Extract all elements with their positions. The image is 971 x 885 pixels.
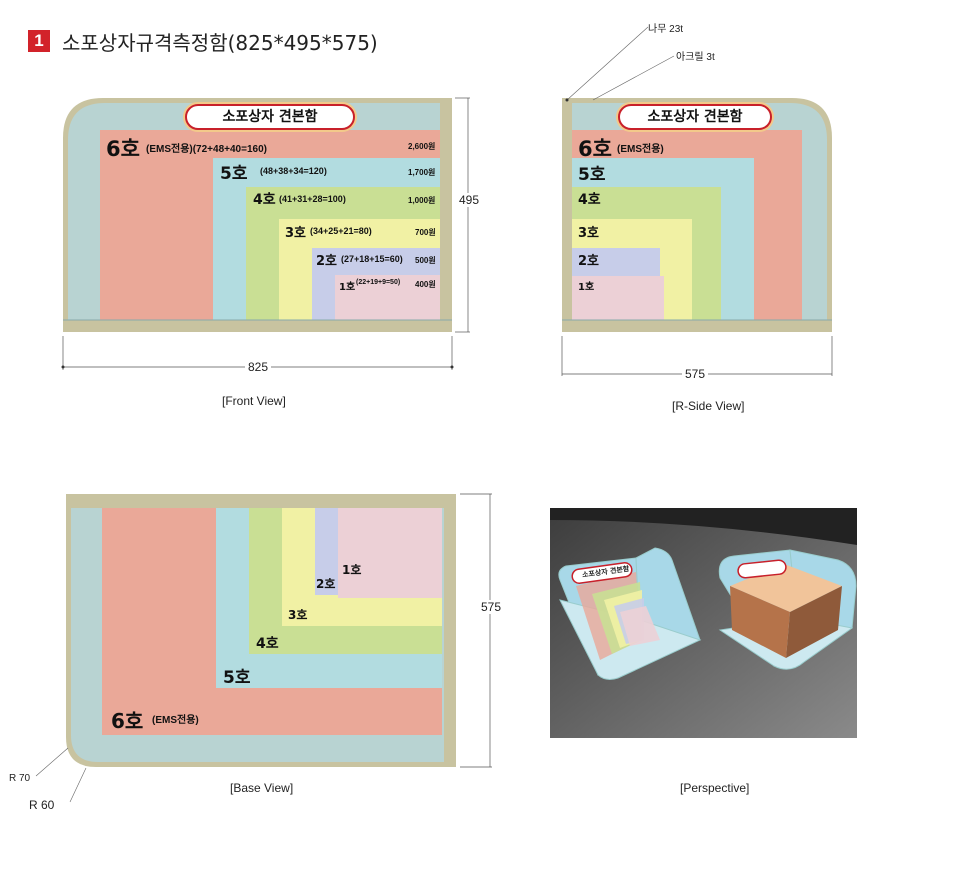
side-label-4: 4호 bbox=[578, 192, 601, 208]
radius-70-note: R 70 bbox=[9, 773, 31, 784]
base-label-1: 1호 bbox=[342, 563, 362, 577]
base-label-5: 5호 bbox=[223, 668, 251, 688]
front-price-4: 1,000원 bbox=[408, 196, 436, 205]
front-dims-5: (48+38+34=120) bbox=[260, 166, 327, 176]
front-price-2: 500원 bbox=[415, 256, 436, 265]
side-label-2: 2호 bbox=[578, 254, 600, 269]
front-label-1: 1호 bbox=[339, 282, 356, 293]
front-label-2: 2호 bbox=[316, 254, 338, 269]
base-view-label: [Base View] bbox=[230, 781, 294, 795]
front-price-3: 700원 bbox=[415, 228, 436, 237]
perspective-view-label: [Perspective] bbox=[680, 781, 750, 795]
front-price-6: 2,600원 bbox=[408, 142, 436, 151]
base-label-4: 4호 bbox=[256, 636, 279, 652]
side-view-label: [R-Side View] bbox=[672, 399, 745, 413]
base-label-2: 2호 bbox=[316, 577, 336, 591]
front-label-5: 5호 bbox=[220, 164, 248, 184]
front-badge: 소포상자 견본함 bbox=[185, 104, 355, 130]
side-label-6: 6호 bbox=[578, 137, 612, 161]
base-label-3: 3호 bbox=[288, 608, 308, 622]
side-label-3: 3호 bbox=[578, 226, 600, 241]
base-dims-6: (EMS전용) bbox=[152, 715, 199, 726]
front-label-3: 3호 bbox=[285, 226, 307, 241]
front-label-6: 6호 bbox=[106, 137, 140, 161]
front-dims-3: (34+25+21=80) bbox=[310, 226, 372, 236]
side-depth-dim: 575 bbox=[682, 367, 709, 381]
front-dims-4: (41+31+28=100) bbox=[279, 194, 346, 204]
front-dims-6: (EMS전용)(72+48+40=160) bbox=[146, 144, 267, 155]
side-badge: 소포상자 견본함 bbox=[618, 104, 772, 130]
front-box-1 bbox=[335, 275, 440, 320]
front-dims-2: (27+18+15=60) bbox=[341, 254, 403, 264]
front-label-4: 4호 bbox=[253, 192, 276, 208]
base-label-6: 6호 bbox=[111, 709, 144, 733]
front-dims-1: (22+19+9=50) bbox=[356, 279, 401, 286]
acrylic-thickness-note: 아크릴 3t bbox=[676, 52, 715, 63]
front-price-5: 1,700원 bbox=[408, 168, 436, 177]
side-label-1: 1호 bbox=[578, 282, 595, 293]
front-width-dim: 825 bbox=[245, 360, 272, 374]
side-label-5: 5호 bbox=[578, 165, 606, 185]
front-price-1: 400원 bbox=[415, 280, 436, 289]
front-height-dim: 495 bbox=[456, 193, 483, 207]
base-depth-dim: 575 bbox=[478, 600, 505, 614]
wood-thickness-note: 나무 23t bbox=[648, 24, 684, 35]
section-number: 1 bbox=[28, 30, 50, 52]
radius-60-note: R 60 bbox=[29, 798, 55, 812]
page-title: 소포상자규격측정함(825*495*575) bbox=[62, 31, 378, 55]
side-dims-6: (EMS전용) bbox=[617, 144, 664, 155]
front-view-label: [Front View] bbox=[222, 394, 286, 408]
